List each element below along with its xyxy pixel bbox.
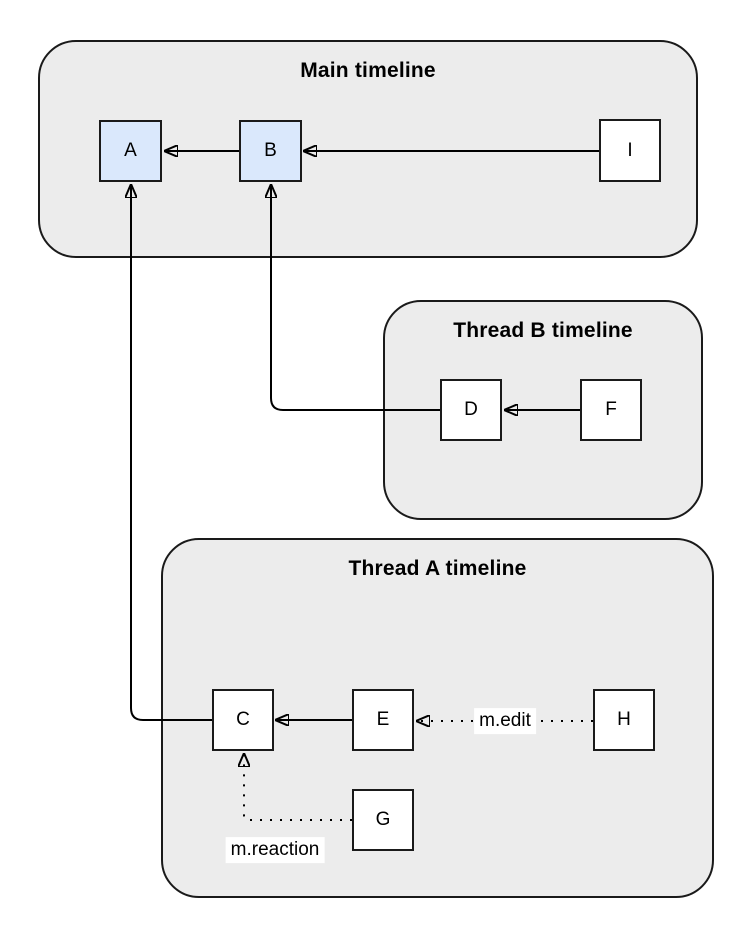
node-a: A xyxy=(99,120,162,182)
node-g: G xyxy=(352,789,414,851)
node-e-label: E xyxy=(376,709,390,730)
frame-thread-b-timeline-title: Thread B timeline xyxy=(453,319,633,342)
node-c: C xyxy=(212,689,274,751)
frame-main-timeline-title: Main timeline xyxy=(300,59,436,82)
node-f-label: F xyxy=(605,399,617,420)
node-b-label: B xyxy=(264,140,277,161)
edge-label-m-edit: m.edit xyxy=(474,708,536,734)
node-h: H xyxy=(593,689,655,751)
node-d-label: D xyxy=(464,399,478,420)
node-f: F xyxy=(580,379,642,441)
node-a-label: A xyxy=(124,140,137,161)
node-c-label: C xyxy=(236,709,250,730)
node-d: D xyxy=(440,379,502,441)
node-e: E xyxy=(352,689,414,751)
node-i: I xyxy=(599,119,661,182)
node-h-label: H xyxy=(617,709,631,730)
edge-label-m-reaction: m.reaction xyxy=(225,837,325,863)
node-b: B xyxy=(239,120,302,182)
node-i-label: I xyxy=(627,139,633,161)
frame-thread-a-timeline-title: Thread A timeline xyxy=(348,557,527,580)
node-g-label: G xyxy=(375,809,391,830)
frame-thread-b-timeline: Thread B timeline xyxy=(383,300,703,520)
